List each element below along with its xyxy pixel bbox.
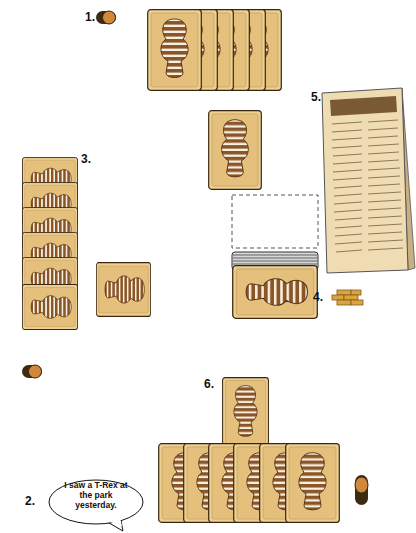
callout-number: 6. xyxy=(204,377,214,391)
card xyxy=(96,263,150,317)
card xyxy=(209,111,262,190)
callout-number: 3. xyxy=(81,152,91,166)
card-row xyxy=(159,444,340,523)
coin-token xyxy=(96,11,116,24)
card-row xyxy=(148,10,282,91)
deck xyxy=(232,252,318,318)
coin-token xyxy=(355,475,368,505)
coin-token xyxy=(22,365,42,378)
discard-space xyxy=(232,195,318,248)
card xyxy=(223,378,269,448)
callout-number: 5. xyxy=(311,90,321,104)
speech-text: I saw a T-Rex at the park yesterday. xyxy=(62,481,130,510)
callout-number: 4. xyxy=(313,290,323,304)
gold-bars xyxy=(332,290,363,305)
callout-number: 1. xyxy=(85,10,95,24)
speech-bubble: I saw a T-Rex at the park yesterday. xyxy=(48,479,144,525)
callout-number: 2. xyxy=(25,494,35,508)
card-column xyxy=(22,158,77,330)
reference-card xyxy=(322,88,415,273)
